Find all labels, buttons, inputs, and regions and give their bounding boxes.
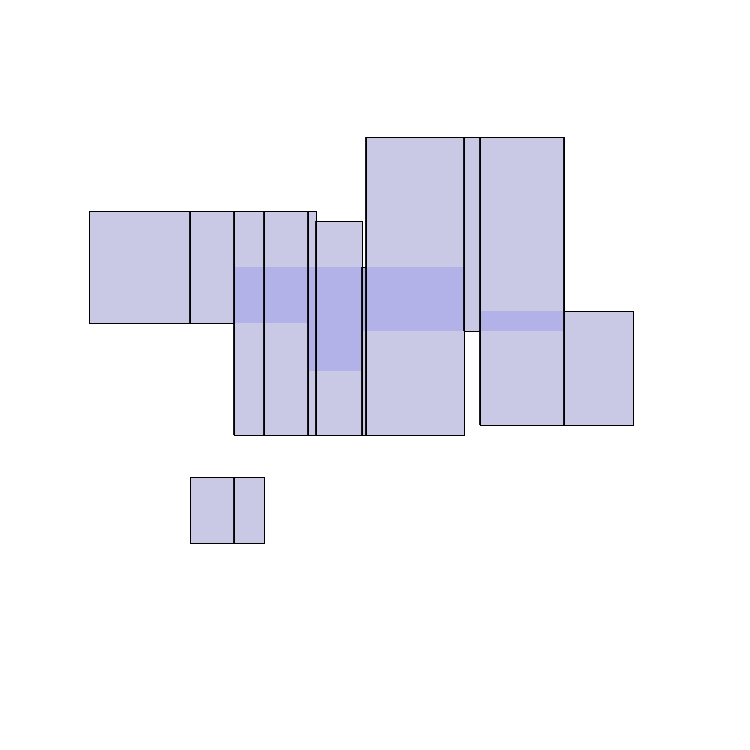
overlap-band-3 — [362, 267, 464, 331]
rectangle-9 — [464, 137, 480, 331]
rectangle-7 — [362, 267, 366, 435]
rectangle-11 — [564, 311, 633, 425]
rectangle-12 — [190, 477, 234, 543]
rectangle-13 — [234, 477, 264, 543]
rectangle-2 — [190, 211, 234, 323]
rectangle-10 — [480, 137, 564, 425]
rectangle-1 — [89, 211, 190, 323]
overlap-band-4 — [480, 311, 564, 331]
overlap-band-1 — [234, 267, 308, 323]
